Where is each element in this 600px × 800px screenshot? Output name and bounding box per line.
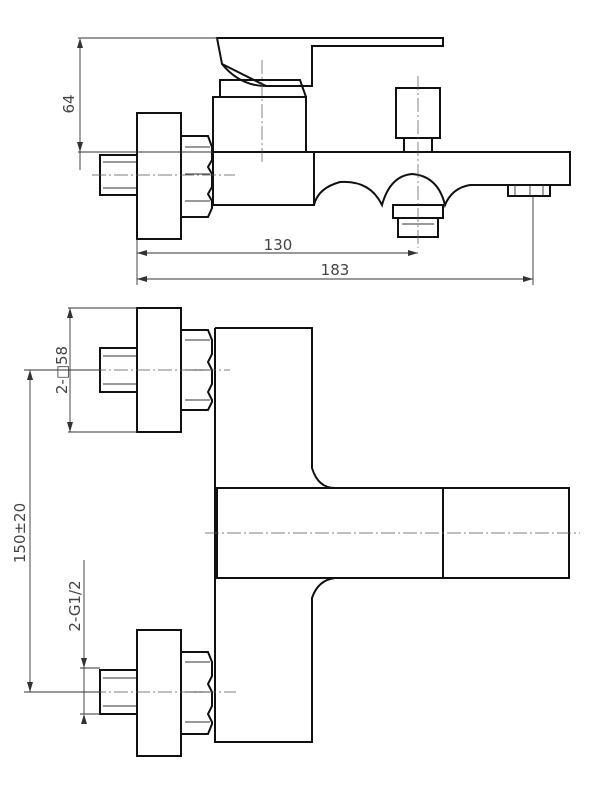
dim-spacing-150: 150±20 [11,503,29,563]
side-view: 64 130 183 [60,37,571,285]
front-bottom-hex-nut [180,651,213,735]
side-aerator [507,184,551,197]
side-spout [313,151,571,209]
dim-thread-g12: 2-G1/2 [66,580,84,631]
side-lever-handle [215,37,444,87]
side-body [212,151,315,206]
dim-length-183: 183 [321,261,350,279]
front-view: 2-□58 150±20 2-G1/2 [11,307,580,757]
dim-length-130: 130 [264,236,293,254]
front-bottom-flange [136,629,182,757]
side-cartridge [212,96,307,153]
side-hex-nut [180,135,213,218]
dim-height-64: 64 [60,94,78,113]
front-top-hex-nut [180,329,213,411]
side-flange [136,112,182,240]
front-body [214,327,336,743]
